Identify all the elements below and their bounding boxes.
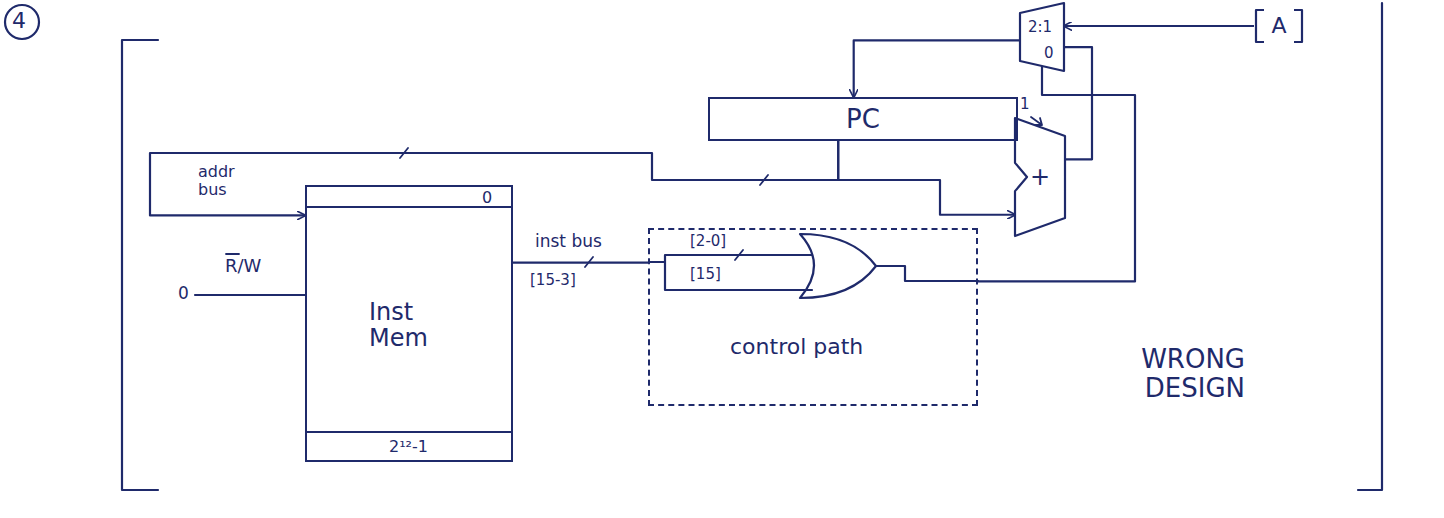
node-text: + <box>1030 164 1050 190</box>
control-path-box: control path <box>648 228 978 406</box>
bit-range: [15] <box>690 266 721 283</box>
callout-number: 4 <box>12 9 26 33</box>
bus-name: inst bus <box>535 232 602 251</box>
overline <box>226 253 239 255</box>
program-counter: PC <box>708 97 1018 141</box>
constant-value: 1 <box>1020 96 1030 113</box>
node-text: 0 <box>1044 45 1054 62</box>
bus-name: addr bus <box>198 163 242 198</box>
bit-range: [15-3] <box>530 272 576 289</box>
gate-output-wire <box>876 266 978 281</box>
node-text: 2¹²-1 <box>389 438 428 456</box>
bus-wire <box>150 141 838 215</box>
bit-range: [2-0] <box>690 233 726 250</box>
right-bracket <box>1358 3 1382 490</box>
node-text: Inst Mem <box>369 299 459 352</box>
bus-wire <box>1064 25 1254 27</box>
callout-circle <box>5 5 39 39</box>
read-write-wire <box>195 294 305 296</box>
adder: + <box>1015 118 1065 236</box>
bus-wire <box>838 141 1015 215</box>
instruction-memory: 0Inst Mem 2¹²-1 <box>305 185 513 462</box>
node-text: control path <box>730 335 863 359</box>
signal-name: R/W <box>225 256 261 276</box>
gate-input-wires <box>650 255 812 290</box>
constant-value: 0 <box>178 284 189 303</box>
left-bracket <box>122 40 158 490</box>
bus-wire <box>513 261 648 263</box>
node-text: PC <box>846 105 880 134</box>
node-text: 2:1 <box>1028 19 1052 36</box>
node-text: 0 <box>482 189 492 207</box>
bus-wire <box>854 40 1020 97</box>
warning-note: WRONG DESIGN <box>1095 345 1245 402</box>
node-text: A <box>1271 14 1286 38</box>
or-gate <box>800 234 876 298</box>
bus-wire <box>1064 47 1092 159</box>
multiplexer: 2:1 0 <box>1020 3 1064 71</box>
input-register: A <box>1254 8 1304 44</box>
multiplexer-outline <box>1020 3 1064 71</box>
